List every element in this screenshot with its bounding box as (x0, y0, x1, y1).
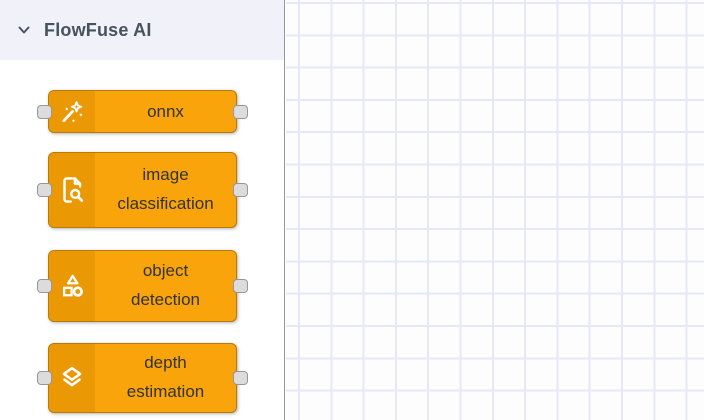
node-label-line: estimation (126, 382, 205, 401)
palette-node-image-classification[interactable]: image classification (37, 152, 248, 228)
output-port[interactable] (233, 279, 248, 293)
output-port[interactable] (233, 183, 248, 197)
node-label: onnx (95, 91, 236, 132)
node-label: object detection (95, 251, 236, 321)
input-port[interactable] (37, 371, 52, 385)
palette-category-title: FlowFuse AI (44, 19, 152, 40)
chevron-down-icon (18, 26, 30, 34)
input-port[interactable] (37, 104, 52, 119)
input-port[interactable] (37, 279, 52, 293)
node-label-line: onnx (147, 102, 184, 121)
node-label-line: image (142, 165, 189, 185)
node-icon-region (49, 251, 95, 321)
node-icon-region (49, 153, 95, 227)
layers-icon (62, 366, 82, 387)
node-icon-region (49, 344, 95, 412)
node-label-line: classification (117, 194, 214, 213)
node-icon-region (49, 91, 95, 132)
palette-category-header[interactable]: FlowFuse AI (0, 0, 284, 60)
wand-sparkles-icon (62, 100, 83, 122)
palette-node-depth-estimation[interactable]: depth estimation (37, 343, 248, 413)
flow-canvas-grid[interactable] (286, 0, 704, 420)
shapes-icon (62, 274, 83, 297)
palette-node-object-detection[interactable]: object detection (37, 250, 248, 322)
node-label: depth estimation (95, 344, 236, 412)
output-port[interactable] (233, 104, 248, 119)
palette-sidebar: FlowFuse AI onnx (0, 0, 285, 420)
node-label-line: object (142, 261, 189, 281)
output-port[interactable] (233, 371, 248, 385)
node-label-line: depth (144, 353, 187, 373)
file-search-icon (63, 177, 84, 203)
node-label: image classification (95, 153, 236, 227)
palette-node-onnx[interactable]: onnx (37, 90, 248, 133)
input-port[interactable] (37, 183, 52, 197)
node-label-line: detection (131, 290, 200, 309)
